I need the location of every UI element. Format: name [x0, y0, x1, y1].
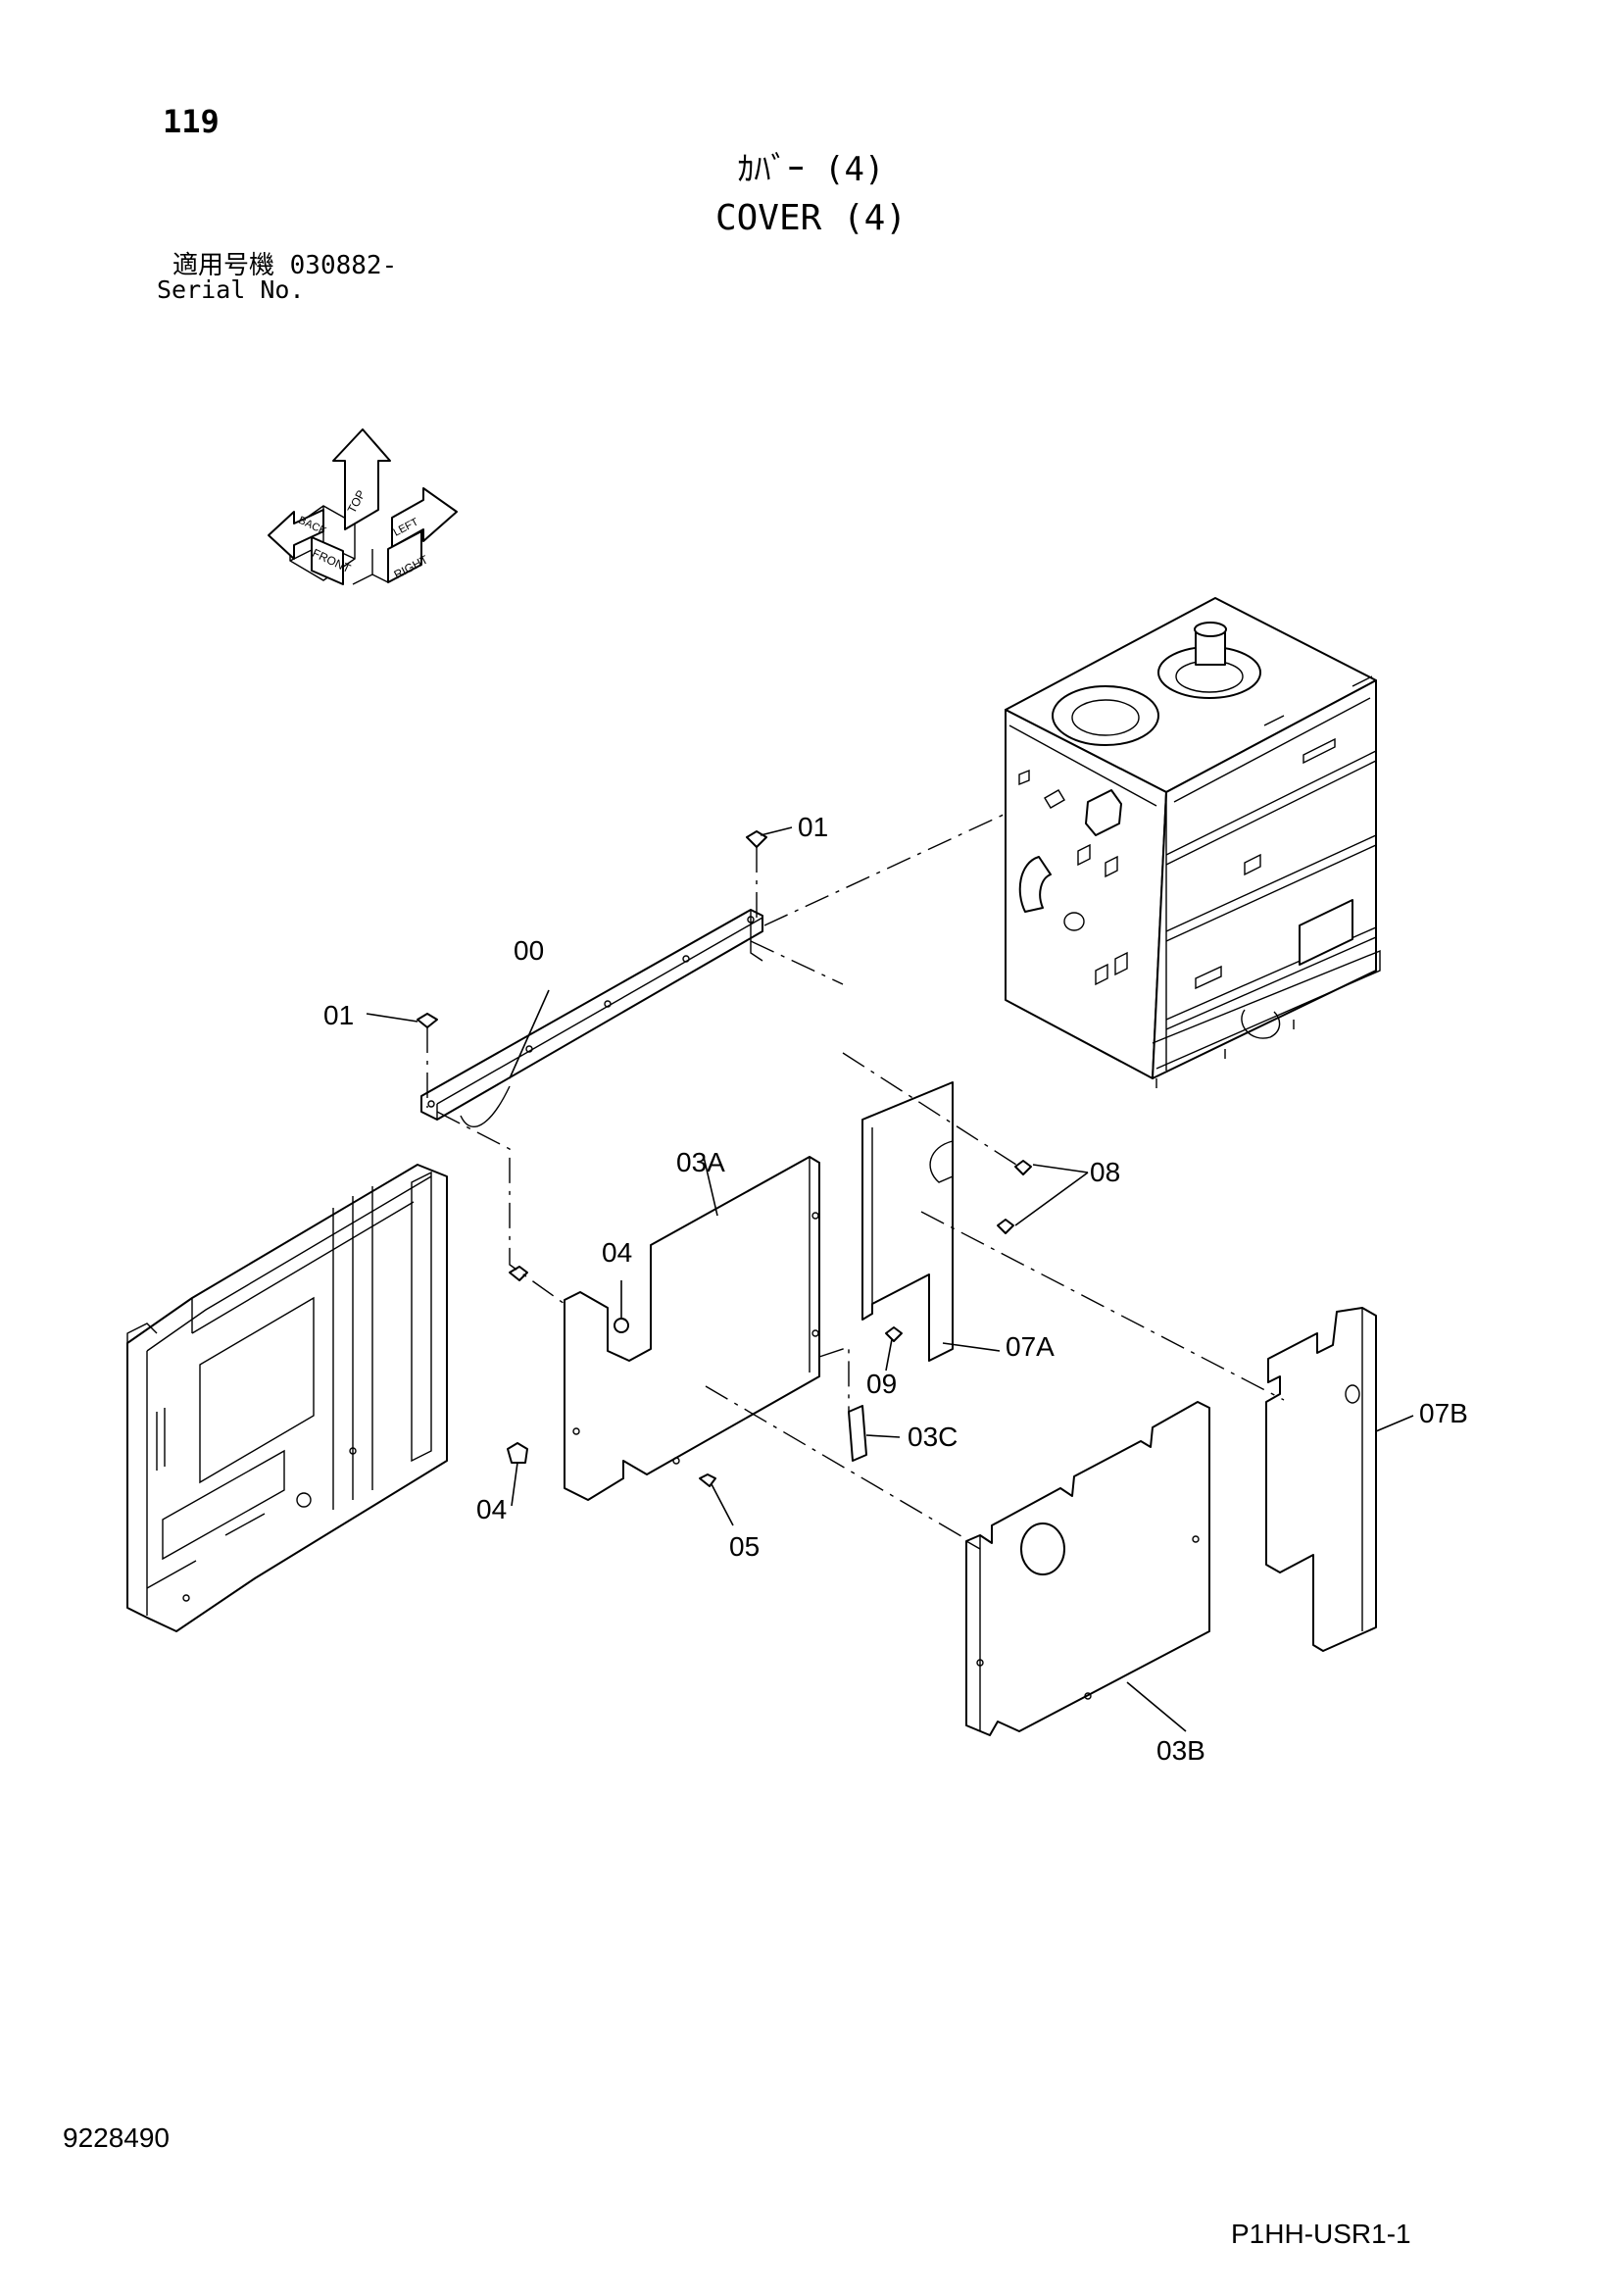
document-number: 9228490 — [63, 2122, 171, 2153]
callout-04-lower: 04 — [476, 1494, 508, 1524]
callout-07A: 07A — [1006, 1331, 1055, 1362]
callout-03B: 03B — [1156, 1735, 1205, 1766]
callout-01-left: 01 — [323, 1000, 355, 1030]
serial-number-label-english: Serial No. — [157, 275, 305, 304]
callout-09: 09 — [866, 1369, 898, 1399]
assembly-centerlines — [426, 813, 1285, 1540]
callout-01-top: 01 — [798, 812, 829, 842]
part-03B-panel — [965, 1401, 1210, 1736]
callout-05: 05 — [729, 1531, 761, 1562]
title-japanese: ｶﾊﾞｰ (4) — [737, 150, 885, 189]
title-english: COVER (4) — [714, 198, 908, 238]
hydraulic-tank-assembly — [1005, 597, 1381, 1088]
callout-leaders — [366, 826, 1414, 1732]
part-03C-block — [848, 1405, 867, 1462]
orientation-indicator-icon — [268, 428, 458, 585]
callout-07B: 07B — [1419, 1398, 1468, 1428]
part-00-angle-bracket — [420, 909, 763, 1127]
callout-00: 00 — [514, 935, 545, 966]
part-07B-panel — [1265, 1307, 1377, 1652]
callout-03C: 03C — [908, 1422, 958, 1452]
callout-03A: 03A — [676, 1147, 725, 1177]
left-side-panel-assembly — [126, 1164, 448, 1632]
part-03A-panel — [564, 1156, 820, 1501]
serial-number-label-japanese: 適用号機 030882- — [172, 251, 398, 280]
page-number: 119 — [163, 103, 220, 140]
callout-08: 08 — [1090, 1157, 1121, 1187]
drawing-code: P1HH-USR1-1 — [1231, 2219, 1411, 2249]
part-07A-panel — [861, 1081, 954, 1362]
callout-04-upper: 04 — [602, 1237, 633, 1268]
